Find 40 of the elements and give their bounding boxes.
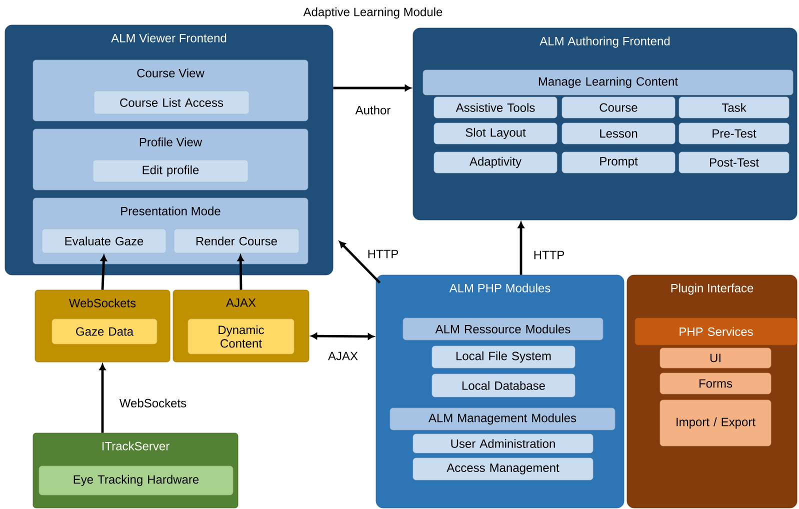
- component-box: Slot Layout: [434, 122, 558, 144]
- component-box: Course: [562, 96, 676, 118]
- component-box: Course List Access: [94, 90, 250, 114]
- component-box: UI: [660, 348, 772, 368]
- component-box: Local File System: [432, 346, 576, 368]
- component-box: ALM Ressource Modules: [402, 318, 604, 340]
- edge-label: WebSockets: [118, 398, 188, 408]
- component-box: Evaluate Gaze: [42, 228, 166, 254]
- edge-label: HTTP: [532, 250, 566, 260]
- edge-label: HTTP: [366, 248, 400, 260]
- component-box: Lesson: [562, 122, 676, 144]
- arrow: [99, 364, 106, 433]
- edge-label: Author: [354, 104, 392, 116]
- component-box: Access Management: [412, 458, 594, 480]
- component-box: Post-Test: [678, 152, 790, 174]
- arrow: [310, 332, 374, 340]
- component-box: Prompt: [562, 152, 676, 174]
- component-box: Dynamic Content: [188, 318, 294, 354]
- component-box: Edit profile: [92, 160, 248, 182]
- component-box: Import / Export: [660, 400, 772, 446]
- edge-label: AJAX: [327, 350, 359, 362]
- component-box: Adaptivity: [434, 152, 558, 174]
- component-box: Manage Learning Content: [422, 70, 794, 96]
- arrow: [333, 84, 412, 92]
- component-box: Render Course: [174, 228, 300, 254]
- arrow: [518, 222, 524, 275]
- diagram-title: Adaptive Learning Module: [303, 7, 442, 19]
- arrow: [237, 254, 244, 290]
- component-box: Task: [678, 96, 790, 118]
- component-box: Forms: [660, 372, 772, 394]
- component-box: Eye Tracking Hardware: [38, 466, 234, 496]
- arrow: [339, 241, 381, 284]
- component-box: Assistive Tools: [434, 96, 558, 118]
- component-box: Local Database: [432, 374, 576, 398]
- component-box: Gaze Data: [52, 318, 158, 344]
- component-box: Pre-Test: [678, 122, 790, 144]
- component-box: User Administration: [412, 434, 594, 454]
- arrow: [100, 254, 107, 290]
- component-box: PHP Services: [634, 318, 798, 346]
- component-box: ALM Management Modules: [390, 408, 616, 430]
